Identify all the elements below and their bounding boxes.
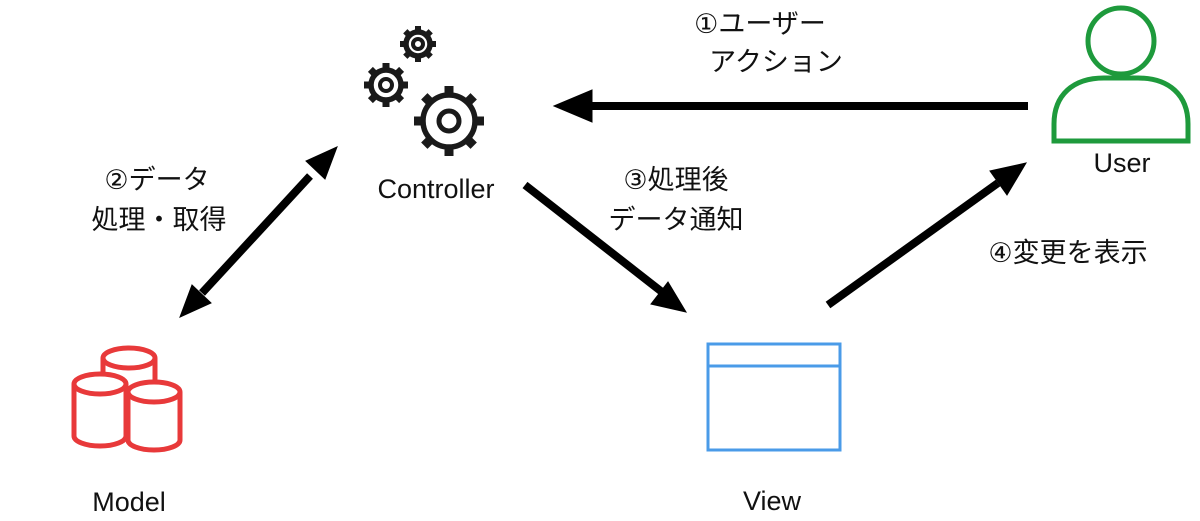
window-icon (706, 342, 842, 452)
arrow-user-to-controller (552, 89, 1028, 123)
step4-label: ④変更を表示 (988, 238, 1147, 269)
gears-icon (364, 26, 484, 156)
gear-medium-left (364, 63, 408, 107)
step3-label-line2: データ通知 (609, 205, 744, 236)
step2-label-line2: 処理・取得 (92, 205, 227, 236)
controller-label: Controller (377, 174, 494, 204)
user-icon (1051, 5, 1191, 144)
arrow-controller-to-view (522, 181, 688, 313)
step1-label-line1: ①ユーザー (694, 9, 826, 40)
view-label: View (743, 486, 802, 516)
step2-label-line1: ②データ (104, 165, 209, 196)
database-icon (71, 345, 183, 453)
arrow-controller-model (179, 146, 338, 318)
step1-label-line2: アクション (709, 47, 843, 78)
arrow-view-to-user (825, 162, 1028, 309)
step3-label-line1: ③処理後 (623, 165, 728, 196)
gear-small-top (400, 26, 436, 62)
model-label: Model (92, 487, 166, 517)
user-label: User (1093, 148, 1150, 178)
gear-large (414, 86, 484, 156)
